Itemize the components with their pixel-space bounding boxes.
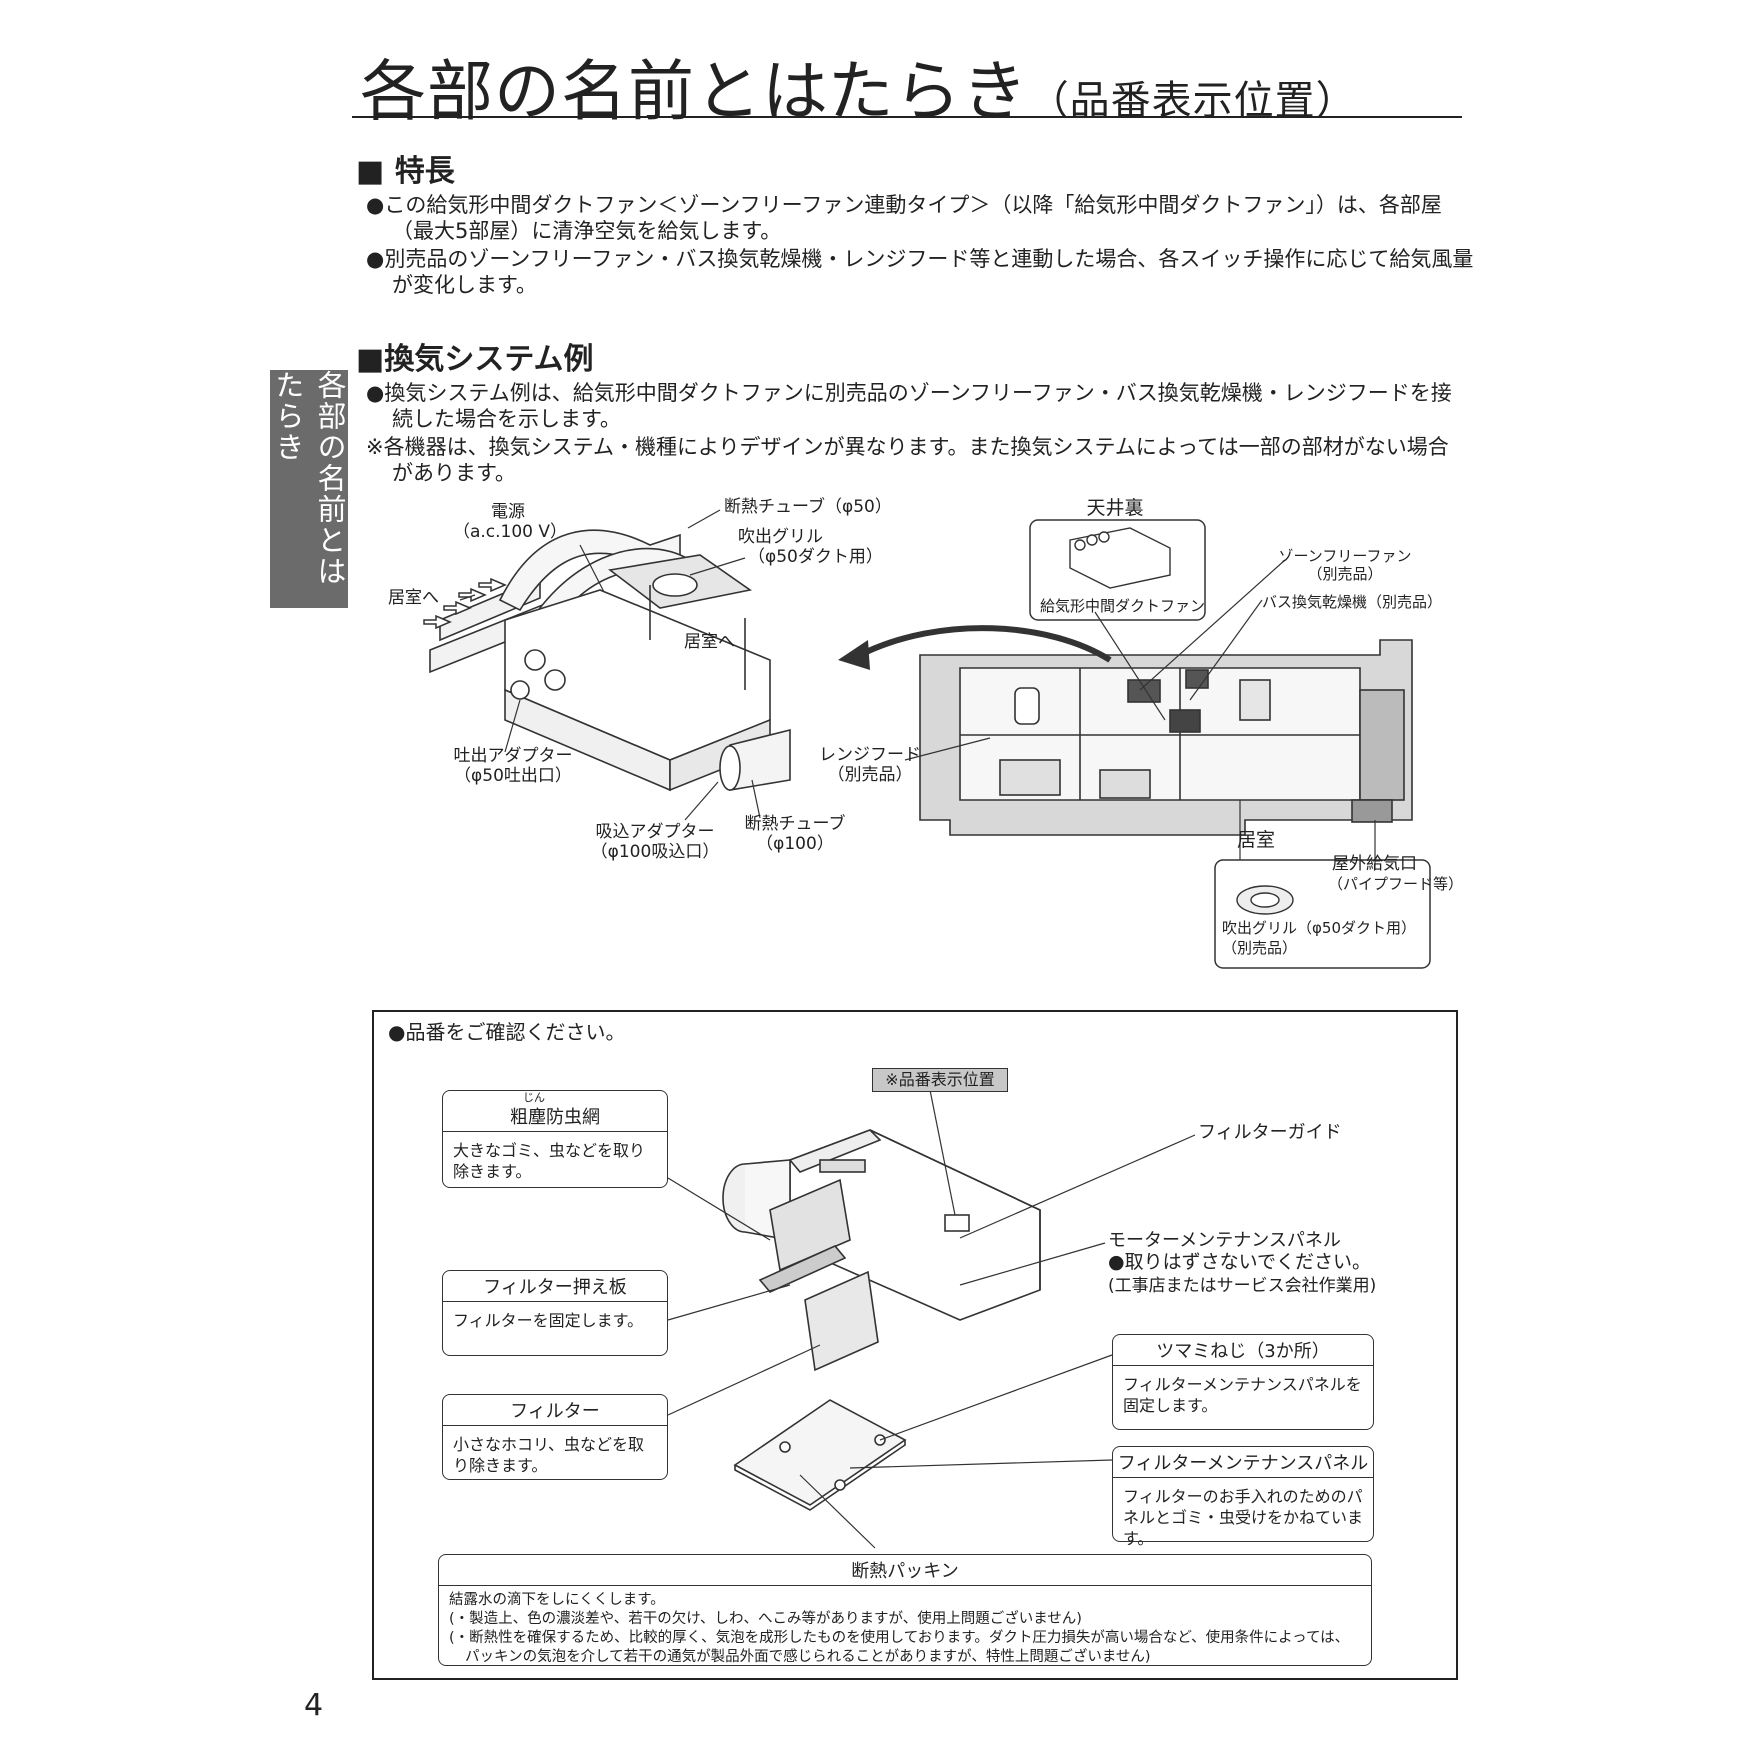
knob-screw-desc: フィルターメンテナンスパネルを固定します。 bbox=[1123, 1375, 1362, 1415]
arrow-to-room-icon bbox=[423, 577, 507, 630]
packing-line: (・断熱性を確保するため、比較的厚く、気泡を成形したものを使用しております。ダク… bbox=[449, 1630, 1350, 1665]
label-inlet-spec: （φ100吸込口） bbox=[590, 842, 720, 862]
filter-panel-desc: フィルターのお手入れのためのパネルとゴミ・虫受けをかねています。 bbox=[1123, 1487, 1364, 1548]
system-text: ●換気システム例は、給気形中間ダクトファンに別売品のゾーンフリーファン・バス換気… bbox=[366, 380, 1456, 488]
label-inlet-adapter: 吸込アダプター bbox=[595, 822, 715, 842]
label-motor-panel: モーターメンテナンスパネル bbox=[1108, 1230, 1341, 1251]
label-outdoor-inlet-note: （パイプフード等） bbox=[1328, 875, 1464, 893]
system-item: ●換気システム例は、給気形中間ダクトファンに別売品のゾーンフリーファン・バス換気… bbox=[366, 381, 1452, 431]
label-grille-right: 吹出グリル（φ50ダクト用） bbox=[1222, 919, 1416, 937]
feature-item: ●別売品のゾーンフリーファン・バス換気乾燥機・レンジフード等と連動した場合、各ス… bbox=[366, 247, 1474, 297]
label-to-room-1: 居室へ bbox=[388, 588, 439, 608]
model-position-tag: ※品番表示位置 bbox=[872, 1068, 1008, 1092]
coarse-net-desc: 大きなゴミ、虫などを取り除きます。 bbox=[453, 1141, 646, 1181]
attic-unit-drawing bbox=[1069, 527, 1171, 589]
side-tab: 各部の名前とはたらき bbox=[270, 370, 348, 608]
coarse-net-ruby: じん bbox=[523, 1091, 545, 1104]
filter-desc: 小さなホコリ、虫などを取り除きます。 bbox=[453, 1435, 645, 1475]
title-rule bbox=[352, 116, 1462, 118]
label-range-hood-note: （別売品） bbox=[827, 765, 913, 785]
label-grille-spec: （φ50ダクト用） bbox=[748, 547, 883, 567]
coarse-net-title: じん 粗塵防虫網 bbox=[443, 1091, 667, 1132]
parts-frame bbox=[372, 1010, 1458, 1680]
label-to-room-2: 居室へ bbox=[684, 632, 735, 652]
filter-title: フィルター bbox=[443, 1395, 667, 1426]
features-heading: ■ 特長 bbox=[356, 154, 455, 189]
grille-icon bbox=[1236, 885, 1294, 915]
label-outdoor-inlet: 屋外給気口 bbox=[1332, 854, 1417, 874]
filter-plate-box: フィルター押え板 フィルターを固定します。 bbox=[442, 1270, 668, 1356]
coarse-net-label: 粗塵防虫網 bbox=[510, 1107, 600, 1128]
unit-parts-drawing bbox=[722, 1129, 1041, 1511]
packing-box: 断熱パッキン 結露水の滴下をしにくくします。 (・製造上、色の濃淡差や、若干の欠… bbox=[438, 1554, 1372, 1666]
confirm-note: ●品番をご確認ください。 bbox=[388, 1020, 626, 1044]
filter-plate-title: フィルター押え板 bbox=[443, 1271, 667, 1302]
label-range-hood: レンジフード bbox=[819, 745, 921, 765]
label-grille-right-note: （別売品） bbox=[1222, 939, 1298, 957]
knob-screw-box: ツマミねじ（3か所） フィルターメンテナンスパネルを固定します。 bbox=[1112, 1334, 1374, 1430]
label-outlet-spec: （φ50吐出口） bbox=[454, 766, 572, 786]
label-zone-fan: ゾーンフリーファン bbox=[1278, 547, 1412, 565]
label-tube50: 断熱チューブ（φ50） bbox=[724, 497, 892, 517]
system-heading: ■換気システム例 bbox=[356, 342, 594, 377]
filter-panel-title: フィルターメンテナンスパネル bbox=[1113, 1447, 1373, 1478]
packing-line: 結露水の滴下をしにくくします。 bbox=[449, 1592, 665, 1608]
filter-panel-box: フィルターメンテナンスパネル フィルターのお手入れのためのパネルとゴミ・虫受けを… bbox=[1112, 1446, 1374, 1548]
feature-item: ●この給気形中間ダクトファン＜ゾーンフリーファン連動タイプ＞（以降「給気形中間ダ… bbox=[366, 193, 1442, 243]
filter-plate-desc: フィルターを固定します。 bbox=[453, 1311, 644, 1330]
label-bath-dryer: バス換気乾燥機（別売品） bbox=[1262, 593, 1443, 611]
packing-line: (・製造上、色の濃淡差や、若干の欠け、しわ、へこみ等がありますが、使用上問題ござ… bbox=[449, 1611, 1082, 1627]
label-unit: 給気形中間ダクトファン bbox=[1040, 597, 1206, 615]
label-tube100: 断熱チューブ bbox=[744, 814, 846, 834]
label-grille: 吹出グリル bbox=[738, 527, 823, 547]
label-room: 居室 bbox=[1236, 829, 1275, 851]
airflow-arrow-icon bbox=[858, 625, 1112, 663]
features-text: ●この給気形中間ダクトファン＜ゾーンフリーファン連動タイプ＞（以降「給気形中間ダ… bbox=[366, 192, 1476, 300]
label-attic: 天井裏 bbox=[1086, 497, 1144, 519]
motor-panel-warning: ●取りはずさないでください。 bbox=[1108, 1251, 1372, 1273]
packing-desc: 結露水の滴下をしにくくします。 (・製造上、色の濃淡差や、若干の欠け、しわ、へこ… bbox=[439, 1586, 1371, 1672]
house-cutaway-drawing bbox=[919, 639, 1413, 836]
label-power: 電源 bbox=[491, 502, 525, 522]
system-item: ※各機器は、換気システム・機種によりデザインが異なります。また換気システムによっ… bbox=[366, 435, 1449, 485]
knob-screw-title: ツマミねじ（3か所） bbox=[1113, 1335, 1373, 1366]
label-outlet-adapter: 吐出アダプター bbox=[453, 746, 573, 766]
motor-panel-note: (工事店またはサービス会社作業用) bbox=[1108, 1276, 1377, 1296]
label-tube100-spec: （φ100） bbox=[756, 834, 834, 854]
label-zone-fan-note: （別売品） bbox=[1307, 565, 1383, 583]
packing-title: 断熱パッキン bbox=[439, 1555, 1371, 1586]
label-filter-guide: フィルターガイド bbox=[1198, 1122, 1342, 1143]
filter-box: フィルター 小さなホコリ、虫などを取り除きます。 bbox=[442, 1394, 668, 1480]
coarse-net-box: じん 粗塵防虫網 大きなゴミ、虫などを取り除きます。 bbox=[442, 1090, 668, 1188]
page-number: 4 bbox=[304, 1688, 324, 1723]
left-unit-drawing bbox=[429, 529, 791, 792]
label-power-spec: （a.c.100 V） bbox=[452, 522, 568, 542]
